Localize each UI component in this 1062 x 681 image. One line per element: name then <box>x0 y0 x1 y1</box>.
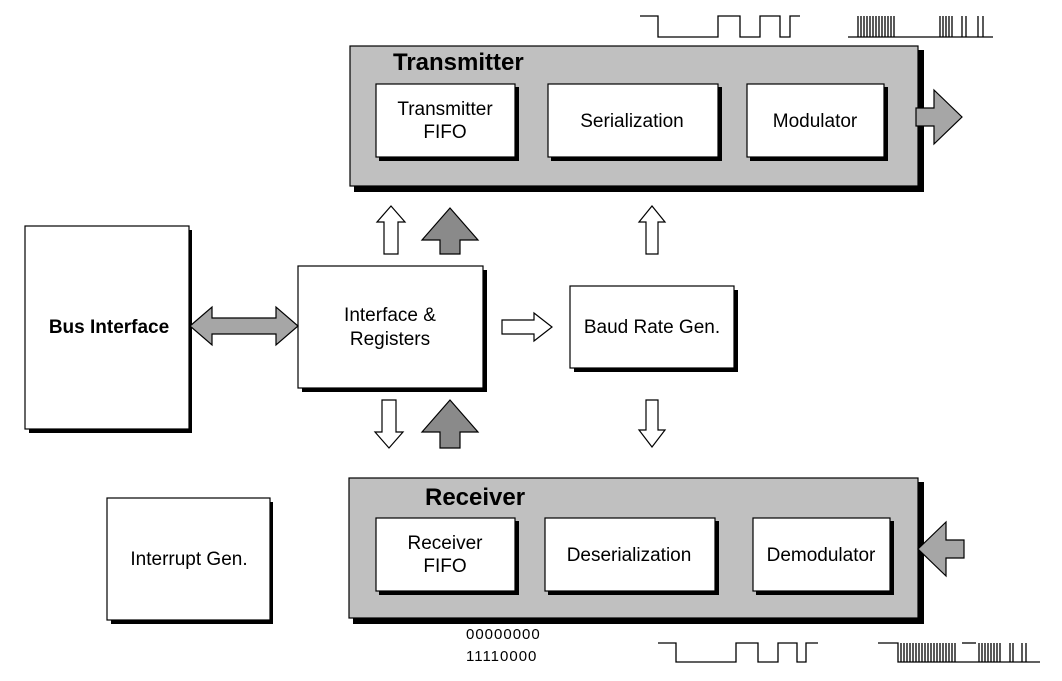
interface-registers-label-line2: Registers <box>350 329 430 350</box>
bus-interface-block: Bus Interface <box>24 225 192 433</box>
serialization-label: Serialization <box>580 111 684 132</box>
modulator-label: Modulator <box>773 111 858 132</box>
receiver-to-interface-data-arrow <box>420 399 480 449</box>
baud-rate-gen-block: Baud Rate Gen. <box>569 285 738 372</box>
interrupt-gen-block: Interrupt Gen. <box>106 497 273 624</box>
deserialization-label: Deserialization <box>567 545 692 566</box>
transmitter-title: Transmitter <box>393 49 524 76</box>
interface-to-transmitter-control-arrow <box>375 205 407 255</box>
baud-to-transmitter-arrow <box>637 205 667 255</box>
receiver-group: Receiver Receiver FIFO Deserialization D… <box>348 477 924 624</box>
interface-registers-label-line1: Interface & <box>344 305 436 326</box>
demodulator-block: Demodulator <box>752 517 894 595</box>
demodulator-label: Demodulator <box>767 545 876 566</box>
transmitter-fifo-block: Transmitter FIFO <box>375 83 519 161</box>
bit-pattern-line2: 11110000 <box>466 648 537 665</box>
modulator-block: Modulator <box>746 83 888 161</box>
interrupt-gen-label: Interrupt Gen. <box>130 549 247 570</box>
transmit-modulated-waveform <box>848 16 993 38</box>
deserialization-block: Deserialization <box>544 517 719 595</box>
interface-to-receiver-control-arrow <box>373 399 405 449</box>
transmitter-fifo-label-line1: Transmitter <box>397 99 493 120</box>
bus-bidirectional-arrow <box>189 305 299 347</box>
receive-serial-waveform <box>658 642 818 663</box>
receiver-fifo-label-line1: Receiver <box>408 533 484 554</box>
receiver-fifo-block: Receiver FIFO <box>375 517 519 595</box>
interface-to-baud-arrow <box>501 311 553 343</box>
transmitter-output-arrow <box>915 88 963 146</box>
receiver-title: Receiver <box>425 484 525 511</box>
interface-to-transmitter-data-arrow <box>420 207 480 255</box>
baud-rate-gen-label: Baud Rate Gen. <box>584 317 720 338</box>
receive-modulated-waveform <box>878 642 1040 663</box>
receiver-fifo-label-line2: FIFO <box>423 556 466 577</box>
transmitter-fifo-label-line2: FIFO <box>423 122 466 143</box>
bit-pattern-line1: 00000000 <box>466 626 541 643</box>
baud-to-receiver-arrow <box>637 399 667 448</box>
receiver-input-arrow <box>917 520 965 578</box>
interface-registers-block: Interface & Registers <box>297 265 487 392</box>
transmit-serial-waveform <box>640 15 800 38</box>
transmitter-group: Transmitter Transmitter FIFO Serializati… <box>349 45 924 192</box>
serialization-block: Serialization <box>547 83 722 161</box>
bus-interface-label: Bus Interface <box>49 317 169 338</box>
